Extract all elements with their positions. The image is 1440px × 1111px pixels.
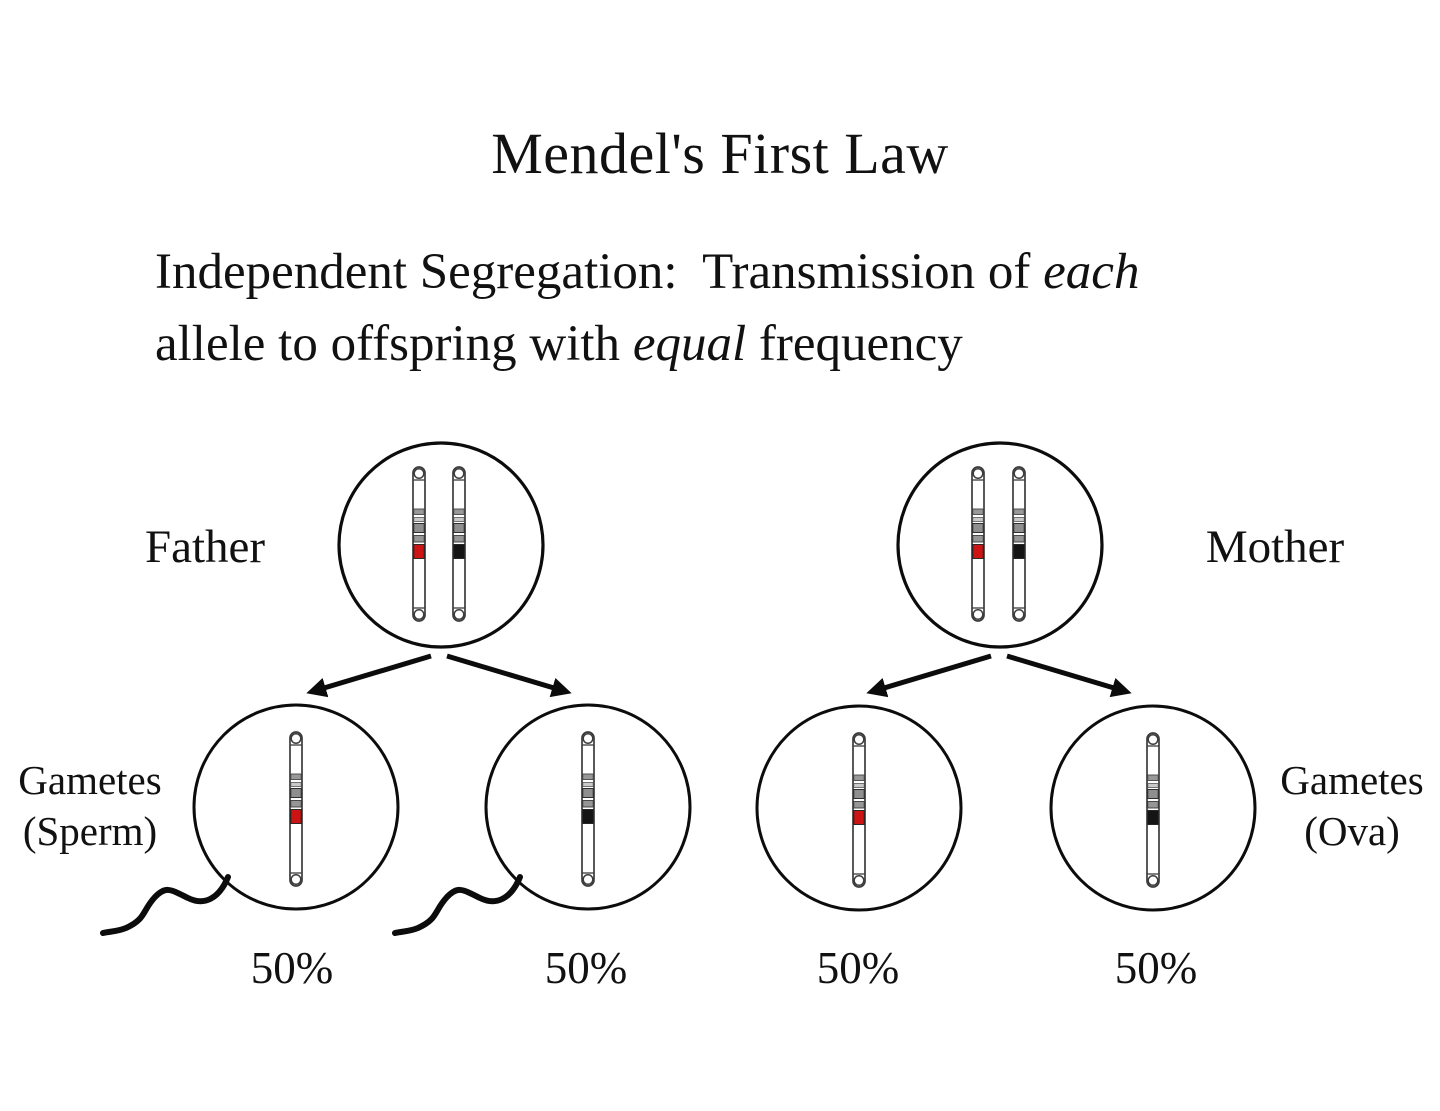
- subtitle-text: frequency: [746, 316, 963, 372]
- subtitle-text: Independent Segregation: Transmission of: [155, 244, 1044, 300]
- father-label: Father: [144, 521, 266, 573]
- father-left-arrow-icon: [306, 653, 432, 698]
- allele-band: [972, 544, 984, 559]
- subtitle-emphasis-each: each: [1043, 244, 1140, 300]
- probability-label-sperm-1: 50%: [250, 943, 334, 993]
- chromosome-graphic-father-black: [452, 466, 466, 622]
- chromosome-graphic-ovum-red: [852, 732, 866, 888]
- subtitle-text: allele to offspring with: [155, 316, 633, 372]
- subtitle-line-1: Independent Segregation: Transmission of…: [155, 236, 1139, 308]
- allele-band: [853, 810, 865, 825]
- subtitle: Independent Segregation: Transmission of…: [155, 236, 1139, 380]
- sperm-tail-icon-2: [392, 874, 523, 936]
- page-title: Mendel's First Law: [491, 121, 949, 186]
- mother-left-arrow-icon: [866, 653, 992, 698]
- probability-label-ovum-1: 50%: [816, 943, 900, 993]
- subtitle-line-2: allele to offspring with equal frequency: [155, 308, 1139, 380]
- mother-circle: [896, 441, 1104, 649]
- sperm-tail-icon-1: [100, 874, 231, 936]
- chromosome-graphic-father-red: [412, 466, 426, 622]
- chromosome-graphic-mother-black: [1012, 466, 1026, 622]
- allele-band: [1013, 544, 1025, 559]
- allele-band: [453, 544, 465, 559]
- chromosome-graphic-sperm-black: [581, 731, 595, 887]
- chromosome-graphic-mother-red: [971, 466, 985, 622]
- mother-right-arrow-icon: [1006, 653, 1132, 698]
- allele-band: [290, 809, 302, 824]
- gametes-sperm-label: Gametes (Sperm): [18, 757, 162, 854]
- chromosome-graphic-sperm-red: [289, 731, 303, 887]
- father-right-arrow-icon: [446, 653, 572, 698]
- subtitle-emphasis-equal: equal: [632, 316, 747, 372]
- allele-band: [1147, 810, 1159, 825]
- chromosome-graphic-ovum-black: [1146, 732, 1160, 888]
- probability-label-ovum-2: 50%: [1114, 943, 1198, 993]
- allele-band: [582, 809, 594, 824]
- father-circle: [337, 441, 545, 649]
- gametes-ova-label: Gametes (Ova): [1280, 757, 1424, 854]
- probability-label-sperm-2: 50%: [544, 943, 628, 993]
- allele-band: [413, 544, 425, 559]
- mother-label: Mother: [1205, 521, 1345, 573]
